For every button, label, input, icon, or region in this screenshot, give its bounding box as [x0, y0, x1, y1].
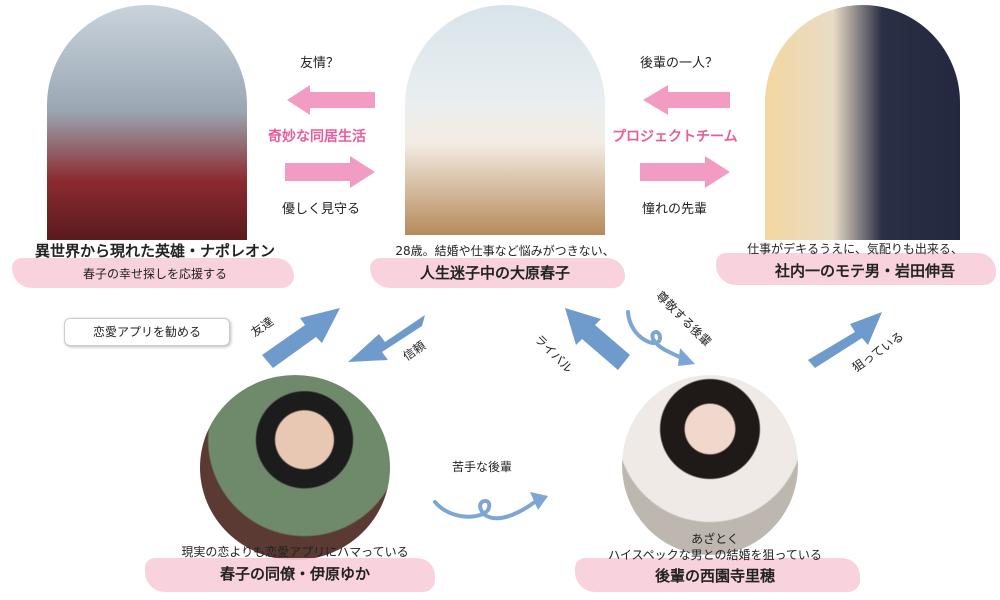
napoleon-photo — [47, 5, 247, 240]
iwata-desc: 仕事がデキるうえに、気配りも出来る、 — [747, 242, 963, 256]
speech-bubble: 恋愛アプリを勧める — [64, 318, 230, 346]
napoleon-label-bg — [12, 258, 294, 288]
iwata-label-bg — [716, 253, 996, 285]
relation-right-top: 後輩の一人？ — [640, 56, 719, 71]
pink-arrow-right-1 — [285, 156, 375, 188]
haruko-desc: 28歳。結婚や仕事など悩みがつきない、 — [395, 244, 615, 258]
relation-left-top: 友情？ — [300, 56, 340, 71]
pink-arrow-left-2 — [643, 85, 730, 115]
iwata-name: 社内一のモテ男・岩田伸吾 — [774, 262, 955, 280]
haruko-photo — [405, 5, 605, 235]
napoleon-desc: 異世界から現れた英雄・ナポレオン — [34, 242, 275, 260]
riho-desc-2: ハイスペックな男との結婚を狙っている — [608, 548, 822, 562]
haruko-name: 人生迷子中の大原春子 — [419, 264, 570, 282]
curly-arrow-respect — [626, 310, 692, 364]
riho-name: 後輩の西園寺里穂 — [654, 567, 775, 585]
relation-right-mid: プロジェクトチーム — [612, 129, 738, 145]
blue-arrow-rival — [565, 308, 630, 370]
blue-arrow-target — [808, 312, 882, 368]
curly-arrow-weak — [433, 496, 542, 521]
relation-right-bottom: 憧れの先輩 — [642, 202, 708, 217]
pink-arrow-left-1 — [287, 85, 375, 115]
pink-arrows — [285, 85, 730, 188]
riho-label-bg — [575, 558, 860, 592]
relation-weak: 苦手な後輩 — [452, 460, 513, 474]
yuka-name: 春子の同僚・伊原ゆか — [219, 565, 370, 583]
relation-left-bottom: 優しく見守る — [282, 202, 361, 217]
blue-arrow-trust — [348, 315, 425, 362]
yuka-label-bg — [145, 558, 435, 592]
pink-arrow-right-2 — [640, 156, 730, 188]
napoleon-name: 春子の幸せ探しを応援する — [82, 267, 227, 281]
haruko-label-bg — [370, 258, 625, 288]
riho-desc-1: あざとく — [691, 532, 739, 546]
relation-left-mid: 奇妙な同居生活 — [268, 129, 366, 145]
yuka-desc: 現実の恋よりも恋愛アプリにハマっている — [181, 545, 409, 559]
blue-arrow-friend — [262, 308, 340, 368]
riho-photo — [622, 375, 798, 555]
iwata-photo — [765, 5, 960, 240]
yuka-photo — [200, 375, 390, 560]
